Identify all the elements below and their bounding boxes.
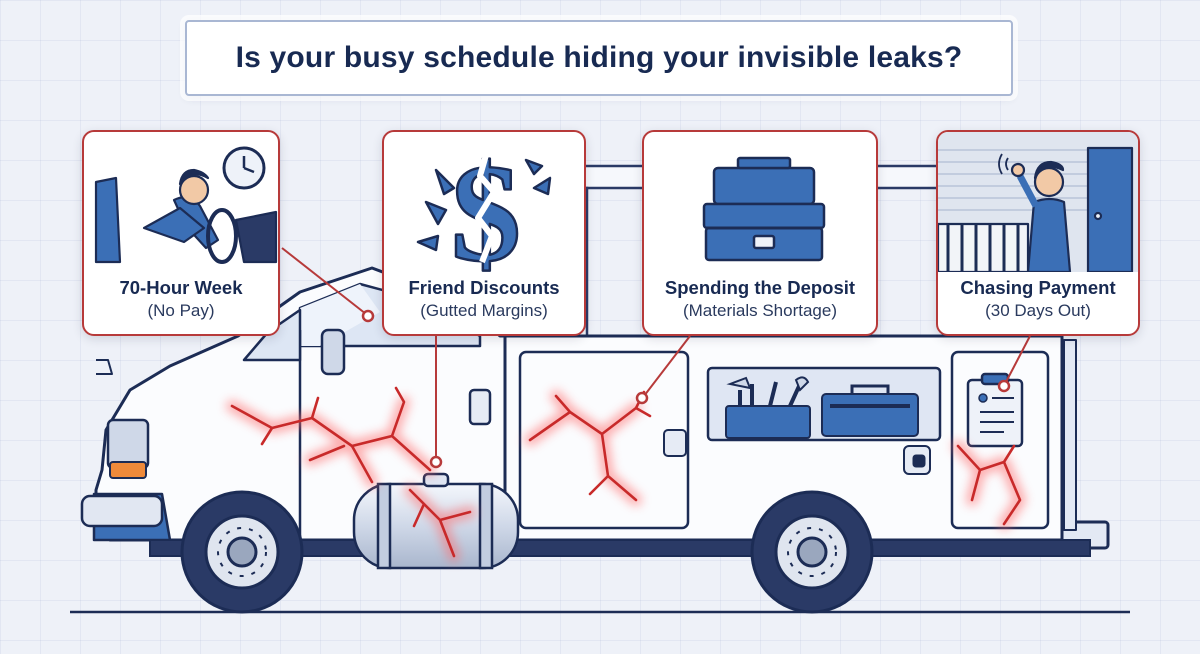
card-subtitle: (No Pay) [147,301,215,320]
card-subtitle: (Materials Shortage) [682,301,837,320]
card-title: Spending the Deposit [664,277,856,298]
card-subtitle: (30 Days Out) [985,301,1091,320]
waving-client-illustration [938,132,1138,272]
card-70-hour-week: 70-Hour Week (No Pay) [82,130,280,336]
front-wheel [180,490,304,614]
rear-wheel [750,490,874,614]
card-subtitle: (Gutted Margins) [420,301,548,320]
leak-cracks [226,386,1026,562]
connector-lines [281,247,1031,469]
open-compartment-tools [725,376,919,439]
card-title: Friend Discounts [408,277,560,298]
clipboard-icon [966,372,1024,448]
title-banner: Is your busy schedule hiding your invisi… [185,20,1013,96]
card-chasing-payment: Chasing Payment (30 Days Out) [936,130,1140,336]
card-title: Chasing Payment [960,277,1116,298]
dollar-broken-icon: $ [416,135,552,272]
card-friend-discounts: $ Friend Discounts (Gutted Margins) [382,130,586,336]
toolbox-icon [702,156,826,262]
card-title: 70-Hour Week [119,277,243,298]
overworked-driver-illustration [94,146,278,264]
card-spending-the-deposit: Spending the Deposit (Materials Shortage… [642,130,878,336]
page-title: Is your busy schedule hiding your invisi… [235,41,963,74]
